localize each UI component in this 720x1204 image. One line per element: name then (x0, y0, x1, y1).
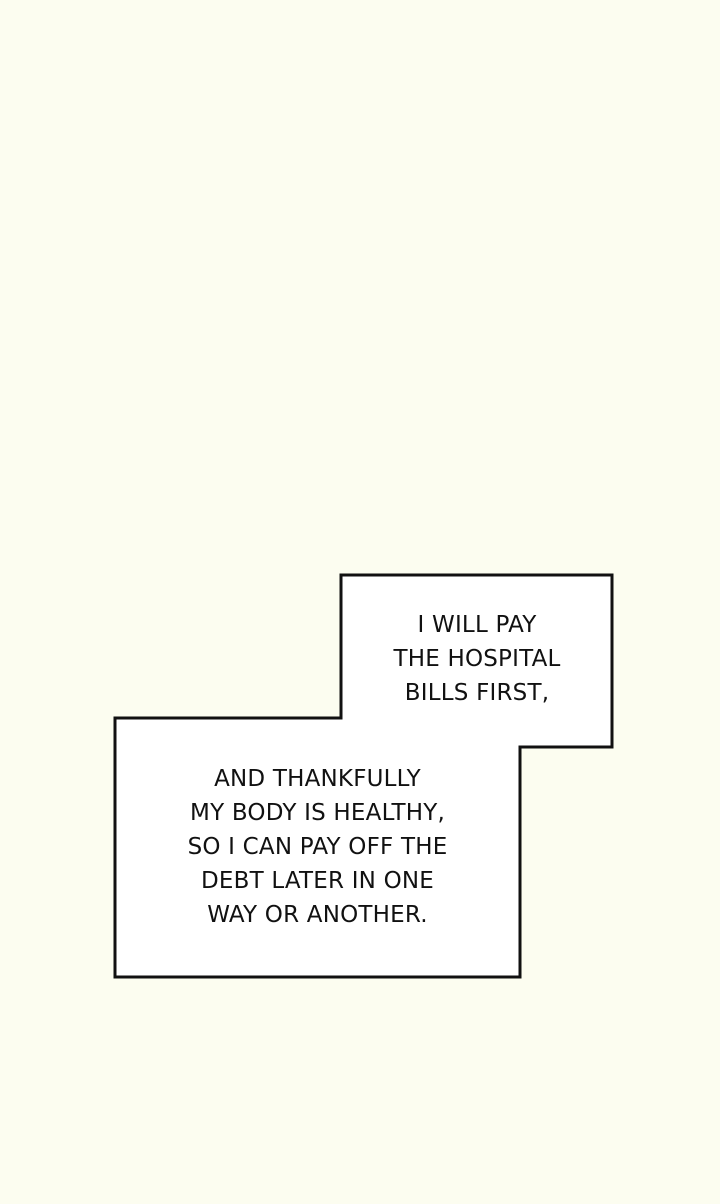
caption-text-top: I WILL PAY THE HOSPITAL BILLS FIRST, (393, 612, 561, 706)
caption-text-bottom: AND THANKFULLY MY BODY IS HEALTHY, SO I … (187, 766, 448, 928)
